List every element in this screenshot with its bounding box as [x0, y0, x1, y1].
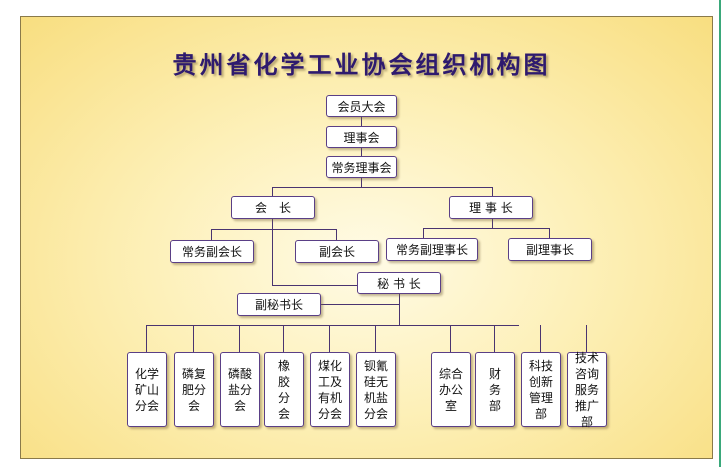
connector: [540, 325, 541, 352]
connector: [361, 116, 362, 126]
connector: [211, 229, 212, 240]
connector: [361, 178, 362, 187]
connector: [399, 293, 400, 325]
connector: [272, 187, 493, 188]
node-exec-vice-chairman: 常务副理事长: [386, 238, 478, 261]
node-department: 科技创新管理部: [521, 352, 561, 427]
connector: [361, 147, 362, 156]
node-branch: 化学矿山分会: [127, 352, 167, 427]
node-chairman: 理 事 长: [449, 196, 533, 219]
node-branch: 橡胶分会: [264, 352, 304, 427]
connector: [329, 325, 330, 352]
connector: [586, 325, 587, 352]
node-vice-chairman: 副理事长: [508, 238, 592, 261]
node-branch: 磷复肥分会: [174, 352, 214, 427]
node-branch: 煤化工及有机分会: [310, 352, 350, 427]
connector: [320, 304, 399, 305]
node-president: 会 长: [231, 196, 315, 219]
connector: [423, 228, 424, 238]
connector: [450, 325, 451, 352]
node-department: 财务部: [475, 352, 515, 427]
connector: [272, 218, 273, 285]
page-title: 贵州省化学工业协会组织机构图: [172, 51, 551, 79]
node-secretary-general: 秘 书 长: [357, 272, 441, 294]
node-deputy-secretary-general: 副秘书长: [237, 293, 321, 316]
connector: [272, 187, 273, 196]
node-exec-vice-president: 常务副会长: [170, 240, 254, 263]
connector: [272, 285, 357, 286]
node-department: 技术咨询服务推广部: [567, 351, 607, 429]
connector: [492, 218, 493, 228]
node-standing-council: 常务理事会: [326, 156, 397, 178]
node-branch: 磷酸盐分会: [220, 352, 260, 427]
connector: [494, 325, 495, 352]
node-council: 理事会: [326, 126, 397, 148]
node-general-assembly: 会员大会: [326, 95, 397, 117]
connector: [239, 325, 240, 352]
connector: [146, 325, 519, 326]
window-edge: [719, 0, 721, 467]
connector: [423, 228, 550, 229]
connector: [336, 229, 337, 240]
connector: [193, 325, 194, 352]
connector: [492, 187, 493, 196]
node-branch: 钡氰硅无机盐分会: [356, 352, 396, 427]
connector: [283, 325, 284, 352]
connector: [146, 325, 147, 352]
connector: [375, 325, 376, 352]
node-department: 综合办公室: [431, 352, 471, 427]
connector: [211, 229, 337, 230]
connector: [549, 228, 550, 238]
node-vice-president: 副会长: [295, 240, 379, 263]
